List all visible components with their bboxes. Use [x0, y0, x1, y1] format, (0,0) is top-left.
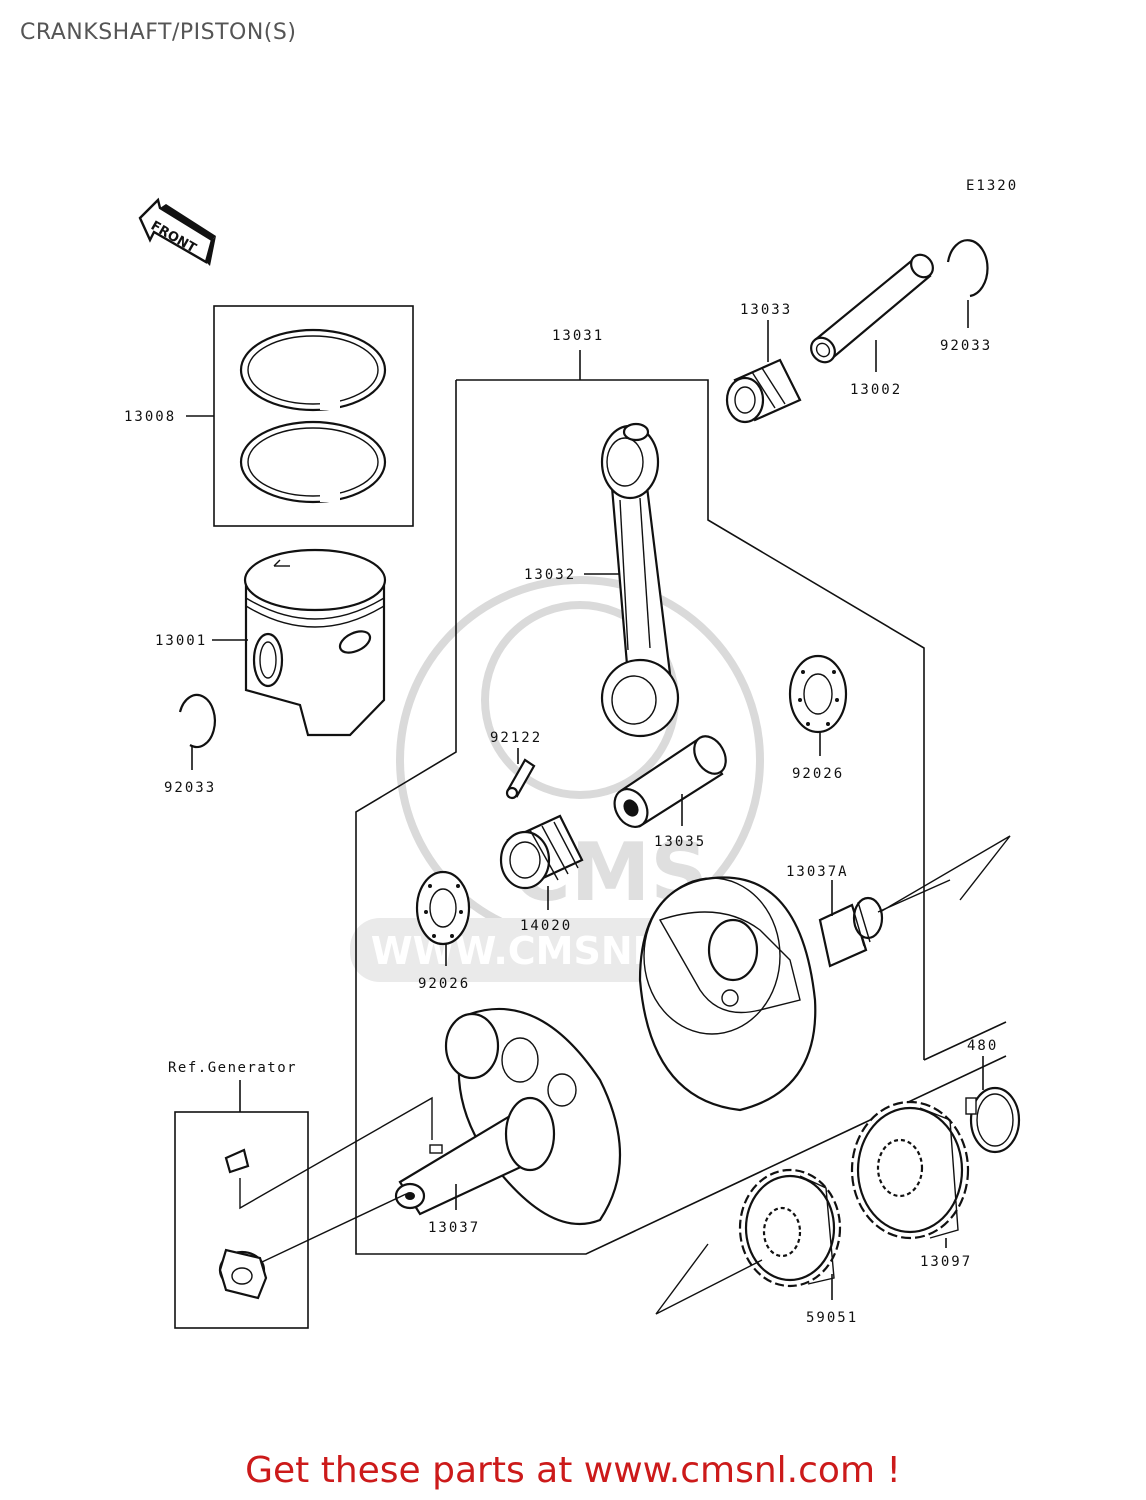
piston	[243, 548, 387, 737]
circlip-right	[946, 239, 989, 298]
gear-59051	[738, 1168, 842, 1288]
label-14020: 14020	[520, 918, 572, 934]
piston-ring-bottom	[239, 420, 387, 504]
label-92033-right: 92033	[940, 338, 992, 354]
page-title: CRANKSHAFT/PISTON(S)	[20, 20, 297, 45]
label-92122: 92122	[490, 730, 542, 746]
thrust-washer-right	[788, 654, 848, 734]
ref-generator-box	[174, 1111, 309, 1329]
label-13002: 13002	[850, 382, 902, 398]
piston-pin	[810, 253, 934, 364]
crank-pin	[613, 735, 727, 828]
label-92026-left: 92026	[418, 976, 470, 992]
diagram-code: E1320	[966, 178, 1018, 194]
label-13037A: 13037A	[786, 864, 849, 880]
label-13097: 13097	[920, 1254, 972, 1270]
label-13035: 13035	[654, 834, 706, 850]
small-end-bearing	[725, 358, 802, 424]
circlip-480	[965, 1086, 1021, 1154]
label-92033-left: 92033	[164, 780, 216, 796]
woodruff-key	[224, 1148, 250, 1174]
label-59051: 59051	[806, 1310, 858, 1326]
label-13031: 13031	[552, 328, 604, 344]
footer-promo-link[interactable]: Get these parts at www.cmsnl.com !	[245, 1450, 901, 1491]
piston-ring-top	[239, 328, 387, 412]
exploded-parts-diagram: CMS WWW.CMSNL.COM E1320 FRONT 13008 130	[124, 178, 1021, 1329]
bracket-13031	[456, 379, 925, 1060]
crankshaft-left-half	[394, 1007, 621, 1226]
label-92026-right: 92026	[792, 766, 844, 782]
flange-nut	[218, 1248, 268, 1300]
label-13037: 13037	[428, 1220, 480, 1236]
circlip-left	[178, 693, 216, 749]
label-13033: 13033	[740, 302, 792, 318]
big-end-bearing	[499, 814, 584, 890]
thrust-washer-left	[415, 870, 471, 946]
label-480: 480	[967, 1038, 998, 1054]
label-13001: 13001	[155, 633, 207, 649]
label-13032: 13032	[524, 567, 576, 583]
label-13008: 13008	[124, 409, 176, 425]
connecting-rod	[600, 422, 680, 738]
crankshaft-right-half	[638, 876, 951, 1112]
gear-13097	[850, 1100, 970, 1240]
front-arrow-icon: FRONT	[138, 197, 216, 266]
ref-generator-label: Ref.Generator	[168, 1060, 297, 1076]
pin-92122	[505, 758, 536, 800]
